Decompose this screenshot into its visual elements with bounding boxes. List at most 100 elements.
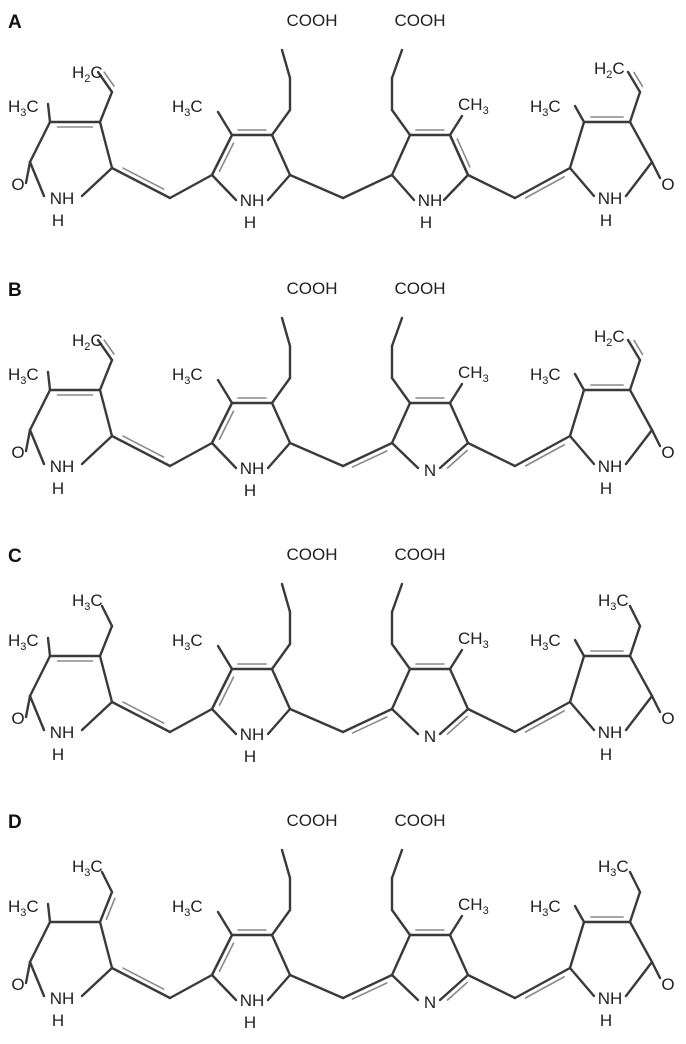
ring-b-bond-1d <box>210 667 234 711</box>
methine-ab-double <box>110 166 172 200</box>
ring-b-propionate-3 <box>280 848 292 880</box>
ring-d-vinyl-double <box>626 338 642 362</box>
ring-a-bond-5 <box>28 428 46 466</box>
ring-d-h: H <box>600 745 612 764</box>
ring-b-nh: NH <box>240 991 265 1010</box>
ring-a-ethyl-ch3: H3C <box>72 591 103 613</box>
ring-a-bond-1 <box>28 920 52 964</box>
ring-c-bond-4-inner <box>446 981 468 1001</box>
ring-a-carbonyl-bond <box>24 160 32 185</box>
ring-c-propionate-1 <box>390 376 412 405</box>
ring-d-methyl: H3C <box>530 365 561 387</box>
ring-c-cooh: COOH <box>395 811 446 830</box>
methine-cd-double <box>513 434 572 468</box>
ring-b-cooh: COOH <box>287 11 338 30</box>
ring-c-bond-4 <box>438 973 470 1002</box>
ring-d-ethyl-bond <box>628 624 642 658</box>
methine-cd-double-inner <box>524 444 565 467</box>
methine-cd-bond <box>466 173 517 200</box>
ring-a-vinyl-ch2: H2C <box>72 63 103 85</box>
ring-d-vinyl-ch2: H2C <box>594 327 625 349</box>
ring-d-nh: NH <box>598 723 623 742</box>
ring-d-carbonyl-bond <box>650 160 662 180</box>
ring-c-bond-4 <box>438 707 470 736</box>
ring-d-h: H <box>600 479 612 498</box>
ring-b-h: H <box>244 1013 256 1032</box>
ring-c-bond-1 <box>390 933 412 977</box>
ring-a-methyl-bond <box>46 636 52 658</box>
ring-d-bond-3 <box>628 920 654 964</box>
ring-c-propionate-3 <box>390 582 404 614</box>
methine-cd-double-inner <box>524 176 565 199</box>
ring-d-ethyl-ch3: H3C <box>598 591 629 613</box>
methine-bc-double-inner <box>351 450 388 468</box>
ring-b-cooh: COOH <box>287 279 338 298</box>
ring-a-vinyl-double <box>96 338 114 362</box>
ring-b-bond-1d-inner <box>218 942 235 973</box>
ring-a-methyl: H3C <box>8 365 39 387</box>
ring-b-methyl: H3C <box>172 365 203 387</box>
methine-cd-double <box>513 166 572 200</box>
ring-d-bond-1 <box>568 654 586 704</box>
methine-cd-double-inner <box>524 710 565 733</box>
ring-c-cooh: COOH <box>395 279 446 298</box>
ring-d-vinyl-double-inner <box>633 339 644 356</box>
ring-a-bond-1 <box>28 388 52 432</box>
ring-b-h: H <box>244 481 256 500</box>
ring-d-oxygen: O <box>661 975 674 994</box>
panel-label: D <box>8 812 22 833</box>
methine-bc-double <box>341 707 394 734</box>
panel-label: C <box>8 546 22 567</box>
methine-bc-double-inner <box>351 716 388 734</box>
ring-d-bond-4 <box>624 960 654 998</box>
ring-a-bond-5 <box>28 960 46 998</box>
ring-c-propionate-1 <box>390 908 412 937</box>
methine-cd-bond <box>466 441 517 468</box>
ring-a-h: H <box>52 479 64 498</box>
ring-a-ethyl-bond <box>98 624 114 658</box>
methine-ab-bond <box>168 707 214 734</box>
ring-c-n: N <box>424 993 436 1012</box>
ring-b-propionate-3 <box>280 582 292 614</box>
ring-c-methyl-bond <box>448 914 464 937</box>
panel-label: A <box>8 12 22 33</box>
ring-c-propionate-3 <box>390 316 404 348</box>
ring-a-methyl: H3C <box>8 631 39 653</box>
ring-d-carbonyl-bond <box>650 694 662 714</box>
ring-d-methyl: H3C <box>530 97 561 119</box>
ring-a-bond-1 <box>28 654 52 698</box>
ring-b-methyl-bond <box>216 378 234 405</box>
ring-a-ethylidene-double-inner <box>105 897 116 921</box>
ring-b-bond-1d <box>210 401 234 445</box>
ring-c-methyl-bond <box>448 648 464 671</box>
ring-d-ethyl-bond-2 <box>628 870 642 894</box>
ring-a-vinyl-bond <box>98 90 114 124</box>
ring-a-nh: NH <box>50 189 75 208</box>
ring-a-h: H <box>52 745 64 764</box>
methine-ab-double-inner <box>122 967 165 990</box>
ring-b-bond-1d <box>210 133 234 177</box>
ring-d-oxygen: O <box>661 443 674 462</box>
ring-a-bond-4 <box>80 966 114 998</box>
ring-d-nh: NH <box>598 189 623 208</box>
ring-d-carbonyl-bond <box>650 428 662 448</box>
ring-c-bond-4-inner <box>446 715 468 735</box>
ring-b-h: H <box>244 747 256 766</box>
ring-c-methyl: CH3 <box>458 629 489 651</box>
ring-a-bond-1 <box>28 120 52 164</box>
ring-b-bond-3 <box>270 933 292 977</box>
ring-d-nh: NH <box>598 989 623 1008</box>
ring-a-oxygen: O <box>11 175 24 194</box>
methine-ab-double-inner <box>122 167 165 190</box>
ring-d-h: H <box>600 211 612 230</box>
methine-bc-double-inner <box>351 982 388 1000</box>
ring-b-bond-4 <box>266 707 292 736</box>
ring-b-bond-5 <box>210 973 238 1002</box>
ring-d-methyl-bond <box>573 372 586 392</box>
ring-d-bond-1 <box>568 388 586 438</box>
ring-c-cooh: COOH <box>395 545 446 564</box>
methine-ab-double <box>110 966 172 1000</box>
